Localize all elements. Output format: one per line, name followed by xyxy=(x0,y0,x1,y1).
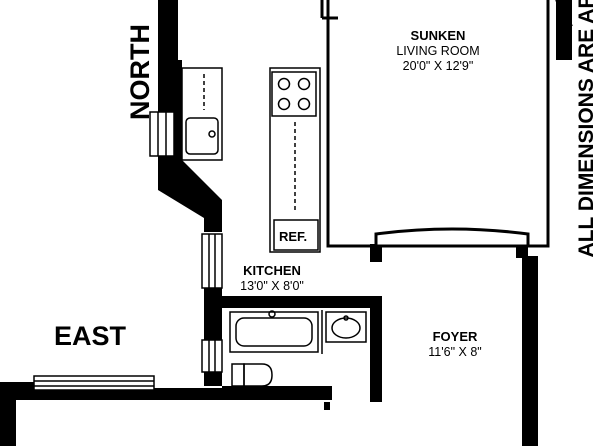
upper-right-line xyxy=(555,0,573,27)
wall-upper-right xyxy=(556,0,572,60)
windows xyxy=(33,111,223,391)
foyer-dims: 11'6" X 8" xyxy=(428,344,482,359)
window-north xyxy=(149,111,175,157)
compass-north: NORTH xyxy=(124,24,155,120)
kitchen-label: KITCHEN 13'0" X 8'0" xyxy=(222,264,322,293)
wall-angled xyxy=(158,160,222,232)
compass-east: EAST xyxy=(54,321,127,351)
living-room-dims: 20'0" X 12'9" xyxy=(402,58,474,73)
window-kitchen xyxy=(201,233,223,289)
kitchen-sink xyxy=(185,117,219,155)
wall-bath-right xyxy=(370,296,382,402)
refrigerator-label: REF. xyxy=(279,229,308,244)
bathroom-fixtures xyxy=(229,310,367,387)
door-stub xyxy=(324,402,330,410)
refrigerator xyxy=(273,219,319,251)
wall-left-low xyxy=(204,372,222,386)
living-room-name: SUNKEN xyxy=(410,28,466,43)
wall-bath-bottom xyxy=(222,386,332,400)
dimensions-note: ALL DIMENSIONS ARE AP xyxy=(574,0,596,258)
foyer-name: FOYER xyxy=(432,329,478,344)
bathroom-sink xyxy=(325,311,367,343)
bathtub xyxy=(229,310,319,353)
window-bath xyxy=(201,339,223,373)
window-east xyxy=(33,375,155,391)
foyer-label: FOYER 11'6" X 8" xyxy=(400,330,510,359)
kitchen-right-counter xyxy=(269,67,321,253)
toilet xyxy=(231,363,273,387)
living-room-label: SUNKEN LIVING ROOM 20'0" X 12'9" xyxy=(378,29,498,73)
living-room-line2: LIVING ROOM xyxy=(396,43,480,58)
wall-bottom-left xyxy=(0,382,222,446)
wall-right xyxy=(522,256,538,446)
walls xyxy=(0,0,572,446)
living-room-outline xyxy=(320,0,550,248)
kitchen-dims: 13'0" X 8'0" xyxy=(240,278,304,293)
kitchen-left-counter xyxy=(181,67,223,161)
wall-bath-top xyxy=(204,296,382,308)
kitchen-name: KITCHEN xyxy=(243,263,301,278)
wall-left-mid xyxy=(204,288,222,340)
wall-stub-a xyxy=(370,244,382,262)
stove xyxy=(271,71,317,117)
